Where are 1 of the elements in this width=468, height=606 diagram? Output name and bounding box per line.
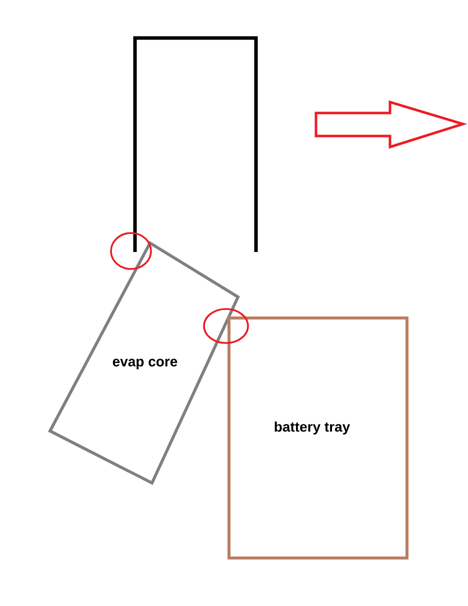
battery-tray-box: battery tray [228, 316, 408, 560]
